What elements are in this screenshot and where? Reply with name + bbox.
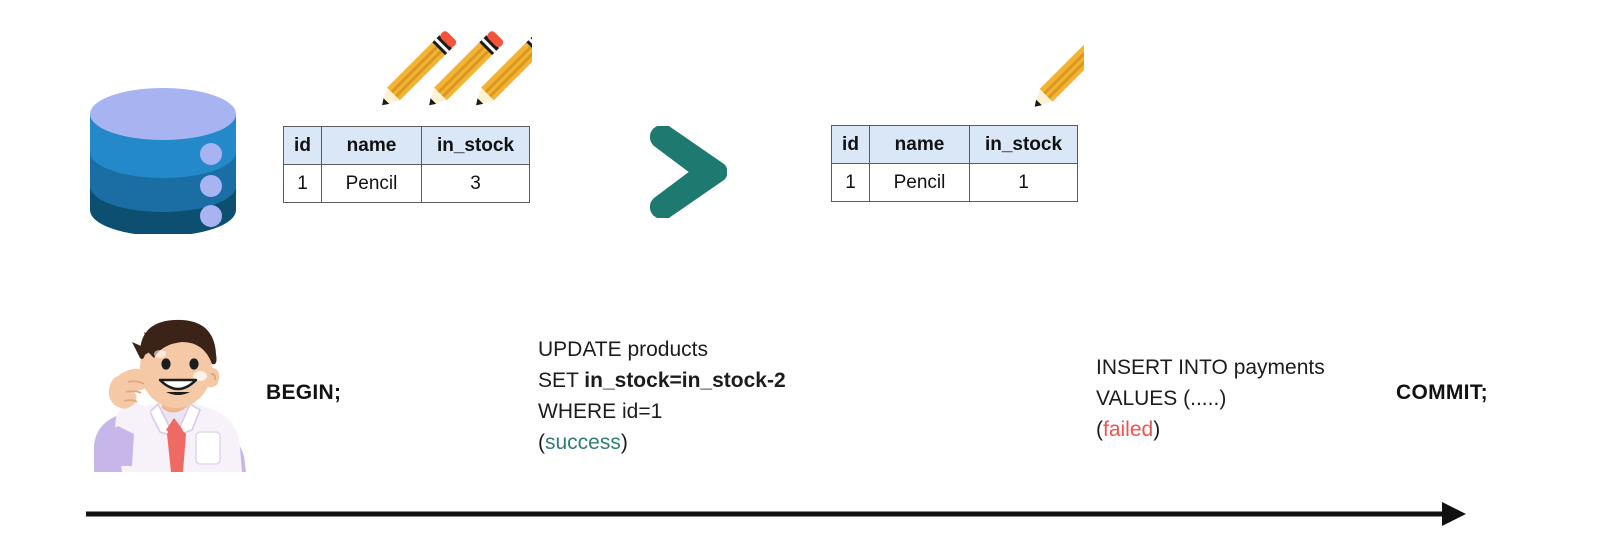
column-header-in-stock: in_stock <box>969 125 1078 164</box>
update-status: (success) <box>538 427 786 458</box>
column-header-id: id <box>283 126 322 165</box>
table-header-row: id name in_stock <box>283 126 530 165</box>
table-row: 1 Pencil 3 <box>283 164 530 203</box>
cell-id: 1 <box>831 163 870 202</box>
update-line-2: SET in_stock=in_stock-2 <box>538 365 786 396</box>
cell-in-stock: 3 <box>421 164 530 203</box>
person-pointing-self-illustration <box>88 306 256 472</box>
timeline-axis <box>86 500 1466 530</box>
three-pencils-icon <box>352 6 551 116</box>
database-cylinder-icon <box>88 86 238 236</box>
column-header-name: name <box>869 125 970 164</box>
status-badge-failed: failed <box>1103 418 1154 441</box>
cell-name: Pencil <box>869 163 970 202</box>
close-paren: ) <box>620 431 628 454</box>
statement-commit-label: COMMIT; <box>1396 381 1488 404</box>
insert-line-2: VALUES (.....) <box>1096 387 1227 410</box>
cell-name: Pencil <box>321 164 422 203</box>
one-pencil-icon <box>980 8 1109 116</box>
statement-begin-label: BEGIN; <box>266 381 342 404</box>
table-header-row: id name in_stock <box>831 125 1078 164</box>
update-line-3: WHERE id=1 <box>538 400 663 423</box>
statement-update-block: UPDATE products SET in_stock=in_stock-2 … <box>538 334 786 458</box>
cell-in-stock: 1 <box>969 163 1078 202</box>
table-row: 1 Pencil 1 <box>831 163 1078 202</box>
insert-line-1: INSERT INTO payments <box>1096 356 1325 379</box>
products-table-after: id name in_stock 1 Pencil 1 <box>831 125 1078 202</box>
close-paren: ) <box>1153 418 1161 441</box>
cell-id: 1 <box>283 164 322 203</box>
chevron-right-icon <box>645 123 728 221</box>
update-line-2-expression: in_stock=in_stock-2 <box>584 369 786 392</box>
status-badge-success: success <box>545 431 621 454</box>
column-header-in-stock: in_stock <box>421 126 530 165</box>
products-table-before: id name in_stock 1 Pencil 3 <box>283 126 530 203</box>
open-paren: ( <box>1096 418 1103 441</box>
statement-insert-block: INSERT INTO payments VALUES (.....) (fai… <box>1096 352 1325 445</box>
insert-status: (failed) <box>1096 414 1325 445</box>
column-header-id: id <box>831 125 870 164</box>
open-paren: ( <box>538 431 545 454</box>
column-header-name: name <box>321 126 422 165</box>
update-line-1: UPDATE products <box>538 338 708 361</box>
update-line-2-prefix: SET <box>538 369 585 392</box>
